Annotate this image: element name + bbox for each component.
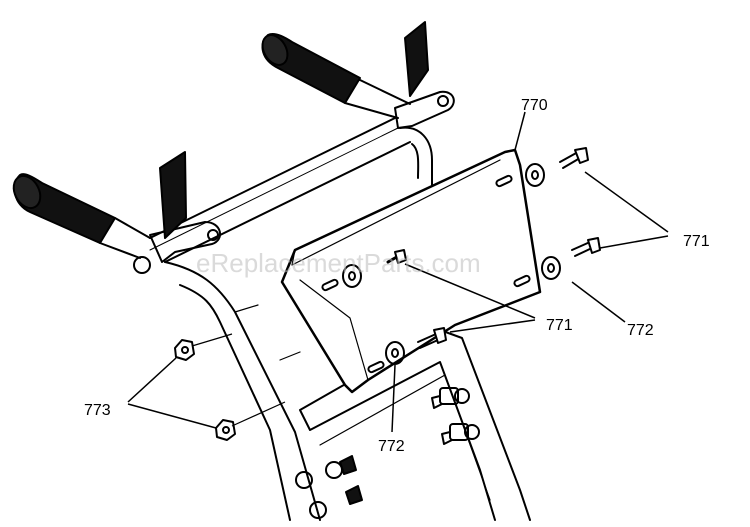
right-control-bracket	[394, 90, 455, 129]
left-handle-grip	[12, 173, 116, 244]
panel-770	[280, 148, 542, 394]
right-handle-grip	[261, 32, 361, 104]
callout-771-center: 771	[546, 317, 573, 334]
cross-bar	[149, 117, 411, 263]
right-control-flag	[404, 21, 429, 97]
left-upper-bar	[99, 217, 151, 259]
callout-772-right: 772	[627, 322, 654, 339]
nuts-773	[174, 339, 236, 441]
callout-771-right: 771	[683, 233, 710, 250]
frame-bolts	[295, 387, 480, 519]
callout-770: 770	[521, 97, 548, 114]
left-control-bracket	[149, 221, 221, 263]
left-control-flag	[159, 151, 187, 239]
callout-772-bottom: 772	[378, 438, 405, 455]
watermark-text: eReplacementParts.com	[196, 248, 481, 278]
bolts-771	[386, 147, 601, 349]
callout-773: 773	[84, 402, 111, 419]
washers-772	[342, 163, 561, 365]
left-bar-knob	[133, 256, 151, 274]
right-side-tube	[399, 126, 433, 186]
leader-lines	[127, 111, 669, 433]
right-upper-bar	[344, 79, 411, 119]
